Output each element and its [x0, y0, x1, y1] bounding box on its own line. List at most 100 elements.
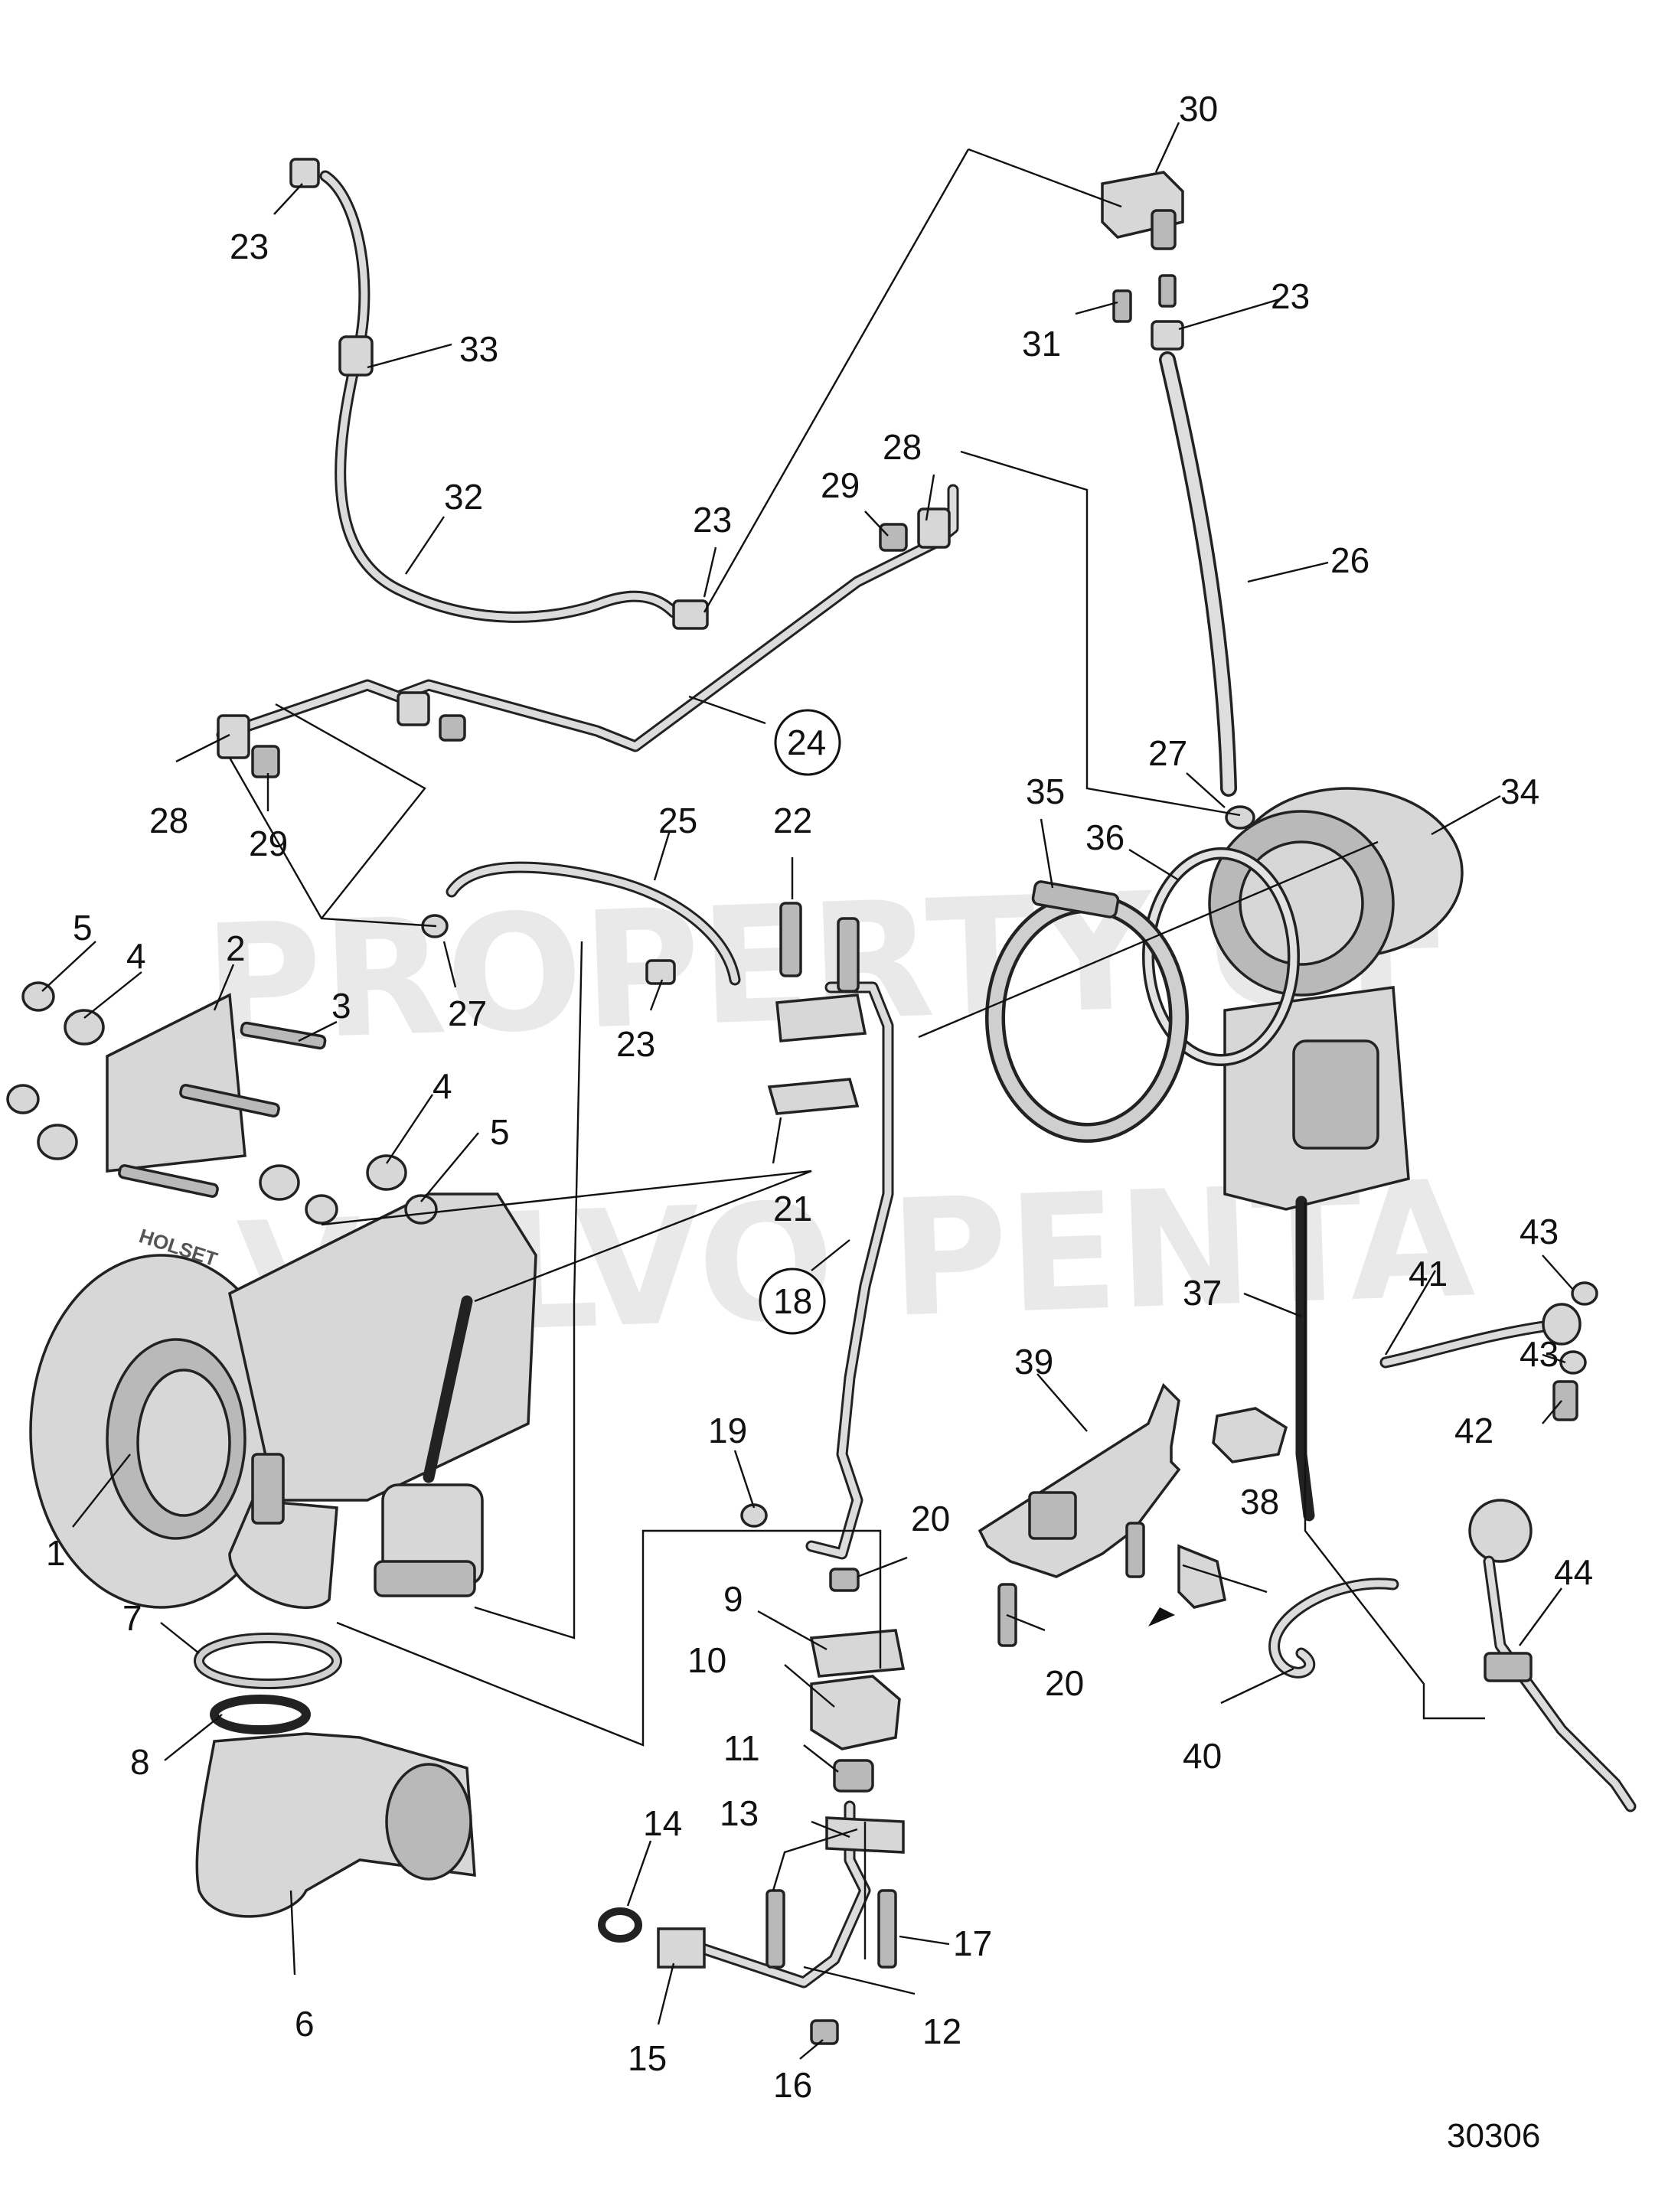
flange-hardware	[6, 981, 438, 1225]
callout-15: 15	[628, 2038, 667, 2078]
seal-ring-8	[210, 1695, 311, 1734]
washer-43-a	[1571, 1281, 1598, 1306]
washer-19	[740, 1503, 768, 1528]
callout-35: 35	[1026, 772, 1065, 811]
pipe-24	[216, 484, 959, 778]
callout-16: 16	[773, 2065, 812, 2105]
callout-19: 19	[708, 1411, 747, 1450]
oil-return-assembly	[598, 1629, 906, 2045]
callout-10: 10	[687, 1640, 726, 1680]
callout-28-right: 28	[883, 427, 922, 467]
callout-17: 17	[953, 1923, 992, 1963]
callout-40: 40	[1183, 1736, 1222, 1776]
callout-5-top: 5	[73, 908, 93, 948]
screw-23-sensor	[1158, 274, 1177, 308]
exhaust-valve-34	[1208, 787, 1464, 1211]
callout-43-bottom: 43	[1520, 1334, 1559, 1374]
turbocharger-1: HOLSET	[29, 1192, 537, 1609]
cable-40	[1268, 1577, 1399, 1679]
callout-32: 32	[444, 477, 483, 517]
screw-31	[1112, 289, 1132, 323]
seal-14	[598, 1907, 642, 1943]
callout-14: 14	[643, 1803, 682, 1843]
callout-39: 39	[1014, 1342, 1053, 1382]
nut-5-b	[404, 1194, 438, 1225]
arrow-indicator	[1148, 1607, 1175, 1626]
oil-feed-pipe-18	[740, 902, 894, 1592]
callout-42: 42	[1454, 1411, 1493, 1450]
callout-31: 31	[1022, 324, 1061, 364]
callout-11: 11	[723, 1728, 760, 1768]
bolt-22-a	[779, 902, 802, 977]
callout-20-left: 20	[911, 1499, 950, 1538]
nut-5-c	[6, 1084, 40, 1114]
callout-23-sensor: 23	[1271, 276, 1310, 316]
callout-33: 33	[459, 329, 498, 369]
pressure-sensor-30	[1101, 171, 1184, 323]
callout-labels: 30 23 33 23 31 32 28 29 23 26 24 27 34 3…	[46, 89, 1593, 2105]
callout-44: 44	[1554, 1552, 1593, 1592]
banjo-bolt-42	[1552, 1380, 1578, 1421]
bolt-17	[877, 1889, 897, 1969]
callout-20-right: 20	[1045, 1663, 1084, 1703]
leader-lines	[41, 122, 1574, 2060]
callout-26: 26	[1330, 540, 1369, 580]
callout-24: 24	[787, 723, 826, 762]
clip-38	[1177, 1544, 1227, 1609]
bolt-29-left	[251, 745, 280, 778]
spacer-4-a	[64, 1009, 105, 1046]
v-band-clamp-35	[985, 880, 1189, 1143]
bolt-pipe-24	[439, 714, 466, 742]
stud-3	[240, 1021, 327, 1050]
hose-26	[1151, 320, 1255, 830]
callout-5-mid: 5	[490, 1112, 510, 1152]
callout-21: 21	[773, 1189, 812, 1228]
callout-9: 9	[723, 1579, 743, 1619]
callout-25: 25	[658, 801, 697, 840]
bracket-28-left	[217, 714, 250, 759]
bolt-20-left	[829, 1568, 860, 1592]
callout-30: 30	[1179, 89, 1218, 129]
gasket-36	[1142, 847, 1300, 1066]
bolt-29-right	[879, 523, 908, 552]
callout-29-left: 29	[249, 824, 288, 863]
callout-4-top: 4	[126, 936, 146, 976]
gasket-9	[809, 1629, 906, 1678]
callout-13: 13	[720, 1793, 759, 1833]
pipe-44	[1468, 1499, 1637, 1812]
callout-circle-24	[774, 709, 841, 776]
bracket-39	[978, 1382, 1181, 1647]
clamp-23-mid	[672, 599, 709, 630]
clamp-23-top	[289, 158, 320, 188]
spacer-4-b	[366, 1154, 407, 1191]
gasket-2	[106, 993, 246, 1173]
hose-32	[289, 158, 709, 630]
flange-10	[810, 1675, 901, 1750]
callout-27-right: 27	[1148, 733, 1187, 773]
sensor-37	[1212, 1196, 1315, 1522]
pipe-flange	[775, 993, 867, 1042]
callout-34: 34	[1500, 772, 1539, 811]
callout-29-right: 29	[821, 465, 860, 505]
clip-33	[338, 335, 374, 377]
callout-41: 41	[1409, 1254, 1448, 1294]
flange-15	[657, 1927, 706, 1969]
callout-36: 36	[1085, 817, 1125, 857]
callout-23-top-left: 23	[230, 227, 269, 266]
outlet-elbow-assembly	[194, 1633, 476, 1918]
callout-28-left: 28	[149, 801, 188, 840]
callout-18: 18	[773, 1281, 812, 1321]
callout-38: 38	[1240, 1482, 1279, 1522]
clamp-23-hose-25	[645, 959, 676, 985]
callout-37: 37	[1183, 1273, 1222, 1313]
washer-43-b	[1559, 1350, 1587, 1375]
callout-12: 12	[922, 2011, 961, 2051]
spacer-4-c	[37, 1124, 78, 1160]
pipe-41	[1379, 1281, 1598, 1421]
bracket-28-right	[917, 507, 951, 549]
sleeve-11	[833, 1759, 874, 1793]
bracket-pipe-24	[397, 691, 430, 726]
callout-8: 8	[130, 1742, 150, 1782]
callout-23-hose-25: 23	[616, 1024, 655, 1064]
